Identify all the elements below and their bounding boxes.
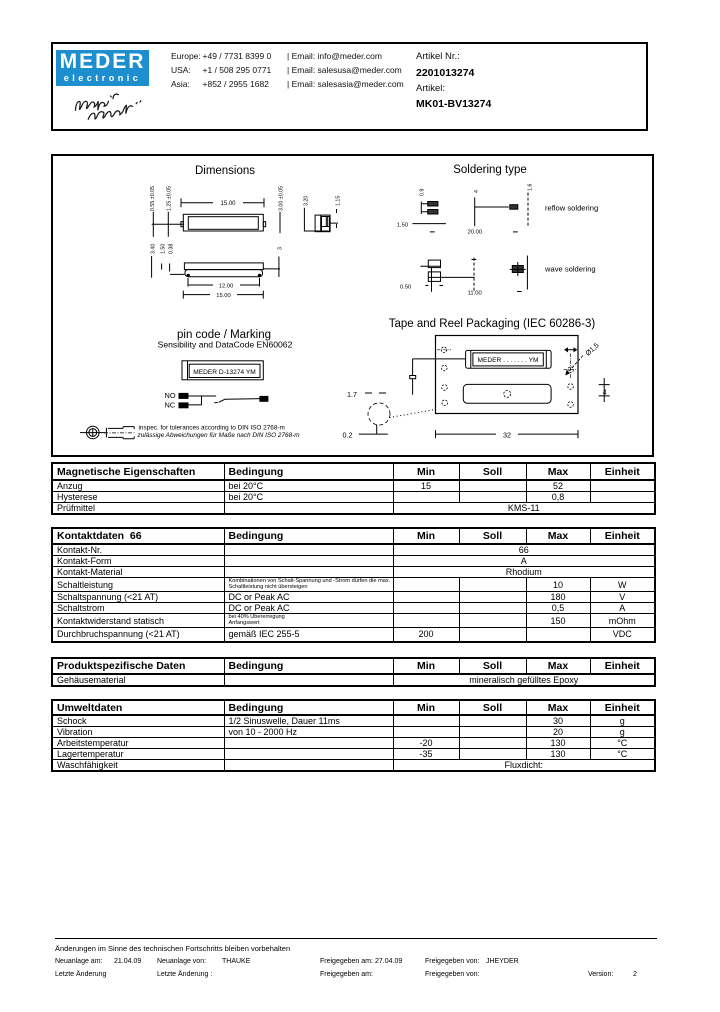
svg-text:11.00: 11.00 [468, 290, 482, 296]
svg-text:1.6: 1.6 [528, 184, 534, 191]
svg-text:Soldering type: Soldering type [453, 164, 527, 176]
svg-text:3.20: 3.20 [304, 196, 310, 206]
svg-text:4: 4 [474, 190, 480, 193]
svg-text:32: 32 [503, 430, 511, 439]
svg-text:Sensibility and DataCode EN600: Sensibility and DataCode EN60062 [158, 339, 293, 349]
svg-text:Dimensions: Dimensions [195, 165, 255, 177]
svg-text:1.15: 1.15 [336, 196, 342, 206]
svg-text:MEDER D-13274 YM: MEDER D-13274 YM [193, 369, 256, 376]
svg-text:reflow soldering: reflow soldering [545, 203, 598, 212]
svg-text:1.50: 1.50 [160, 244, 166, 254]
svg-text:15.00: 15.00 [220, 201, 236, 207]
svg-text:12.00: 12.00 [219, 284, 234, 290]
svg-text:MEDER . . . . . . . YM: MEDER . . . . . . . YM [477, 357, 538, 364]
svg-text:inspec. for tolerances accordi: inspec. for tolerances according to DIN … [139, 424, 285, 431]
svg-text:1.50: 1.50 [397, 222, 408, 228]
svg-text:0.38: 0.38 [168, 244, 174, 254]
svg-text:15.00: 15.00 [216, 293, 231, 299]
svg-text:NO: NO [165, 391, 176, 400]
svg-text:Tape and Reel Packaging (IEC: Tape and Reel Packaging (IEC 60286-3) [389, 318, 596, 330]
svg-text:3: 3 [278, 247, 284, 250]
svg-text:wave soldering: wave soldering [544, 265, 596, 274]
svg-text:3.40: 3.40 [150, 244, 156, 254]
svg-text:pin code / Marking: pin code / Marking [177, 329, 271, 341]
svg-text:0.9: 0.9 [419, 189, 425, 196]
svg-text:NC: NC [165, 400, 176, 409]
svg-text:1.25 ±0.05: 1.25 ±0.05 [166, 186, 172, 211]
svg-text:0.50: 0.50 [400, 284, 411, 290]
svg-text:1.7: 1.7 [347, 390, 357, 399]
svg-text:Ø1,5: Ø1,5 [585, 342, 601, 357]
svg-text:0.2: 0.2 [343, 430, 353, 439]
svg-text:4: 4 [603, 387, 607, 396]
svg-text:20.00: 20.00 [468, 229, 483, 235]
svg-text:0.55 ±0.05: 0.55 ±0.05 [150, 186, 156, 211]
svg-text:zulässige Abweichungen für Maß: zulässige Abweichungen für Maße nach DIN… [137, 432, 301, 439]
svg-text:3.00 ±0.05: 3.00 ±0.05 [279, 186, 285, 211]
